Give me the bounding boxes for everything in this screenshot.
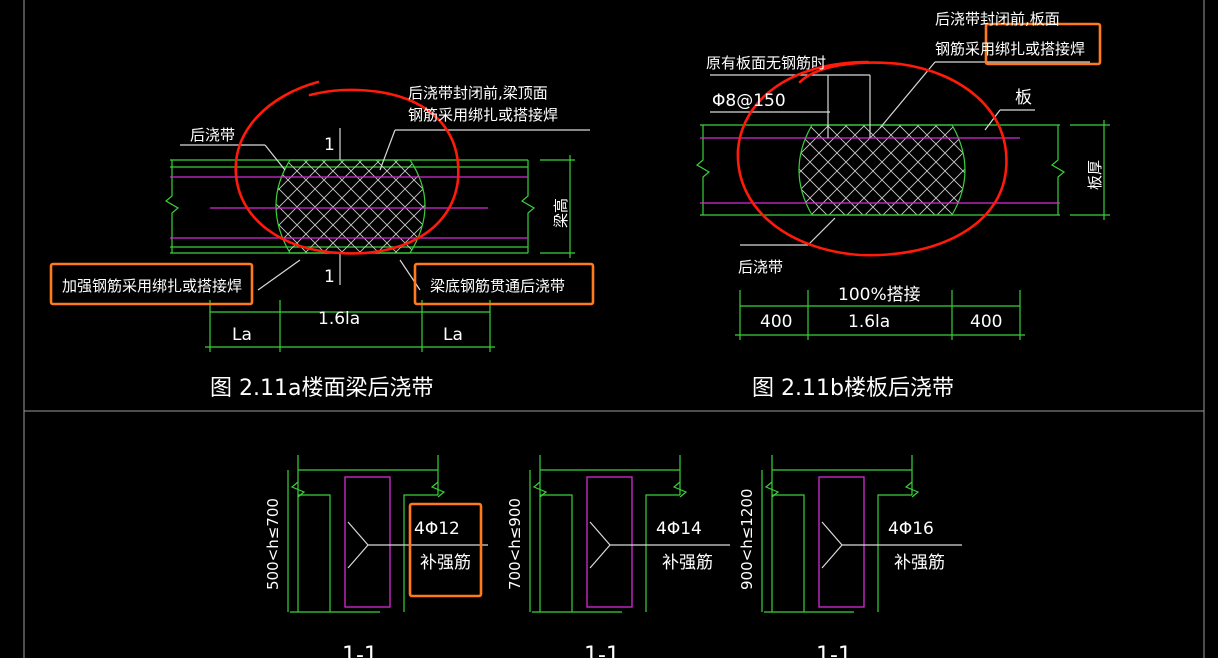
fig-b-annotation-line1: 后浇带封闭前,板面	[935, 10, 1060, 28]
drawing-frame	[23, 0, 1205, 658]
fig-a-annotation-line2: 钢筋采用绑扎或搭接焊	[408, 106, 558, 124]
fig-b-rebar: Φ8@150	[712, 91, 786, 111]
section-range: 500<h≤700	[264, 498, 282, 590]
fig-a-box-left-text: 加强钢筋采用绑扎或搭接焊	[62, 277, 242, 295]
fig-a-caption: 图 2.11a楼面梁后浇带	[210, 376, 433, 401]
fig-a-dim-left: La	[232, 325, 252, 345]
section-view-2: 700<h≤900 4Φ14 补强筋 1-1	[506, 455, 730, 658]
section-note: 补强筋	[662, 553, 713, 573]
section-bars: 4Φ14	[656, 519, 702, 539]
fig-b-dim-right: 400	[970, 312, 1002, 332]
fig-b-lap-note: 100%搭接	[838, 285, 921, 305]
section-view-1: 500<h≤700 4Φ12 补强筋 1-1	[264, 455, 488, 658]
fig-a-section-mark-bottom: 1	[324, 267, 335, 287]
fig-b-label-hjd: 后浇带	[738, 258, 783, 276]
markup-circle-b	[736, 60, 1008, 257]
fig-a-dim-right: La	[443, 325, 463, 345]
highlight-box-4phi12	[408, 502, 483, 598]
figure-a-beam	[164, 128, 590, 352]
section-note: 补强筋	[894, 553, 945, 573]
section-title: 1-1	[342, 643, 378, 658]
section-view-3: 900<h≤1200 4Φ16 补强筋 1-1	[738, 455, 962, 658]
post-pour-zone-a	[275, 159, 426, 254]
section-title: 1-1	[816, 643, 852, 658]
fig-b-caption: 图 2.11b楼板后浇带	[752, 376, 954, 401]
markup-circle-a	[234, 80, 460, 255]
fig-b-dim-left: 400	[760, 312, 792, 332]
fig-a-label-hjd: 后浇带	[190, 126, 235, 144]
fig-a-annotation-line1: 后浇带封闭前,梁顶面	[408, 84, 548, 102]
fig-a-dim-mid: 1.6la	[318, 309, 360, 329]
figure-b-slab	[695, 61, 1110, 340]
fig-b-slab-thickness: 板厚	[1086, 160, 1104, 190]
highlight-box-reinforcement	[49, 262, 254, 306]
fig-b-annotation-left: 原有板面无钢筋时	[706, 54, 826, 72]
fig-b-annotation-line2: 钢筋采用绑扎或搭接焊	[935, 40, 1085, 58]
highlight-box-bottom-rebar	[413, 262, 595, 306]
section-title: 1-1	[584, 643, 620, 658]
post-pour-zone-b	[798, 124, 966, 216]
fig-a-beam-height: 梁高	[552, 198, 570, 228]
section-bars: 4Φ12	[414, 519, 460, 539]
fig-b-dim-mid: 1.6la	[848, 312, 890, 332]
highlight-box-slab-note	[984, 22, 1102, 66]
section-range: 900<h≤1200	[738, 489, 756, 590]
section-bars: 4Φ16	[888, 519, 934, 539]
fig-a-section-mark-top: 1	[324, 135, 335, 155]
section-note: 补强筋	[420, 553, 471, 573]
fig-b-label-ban: 板	[1015, 88, 1032, 108]
section-range: 700<h≤900	[506, 498, 524, 590]
fig-a-box-right-text: 梁底钢筋贯通后浇带	[430, 277, 565, 295]
